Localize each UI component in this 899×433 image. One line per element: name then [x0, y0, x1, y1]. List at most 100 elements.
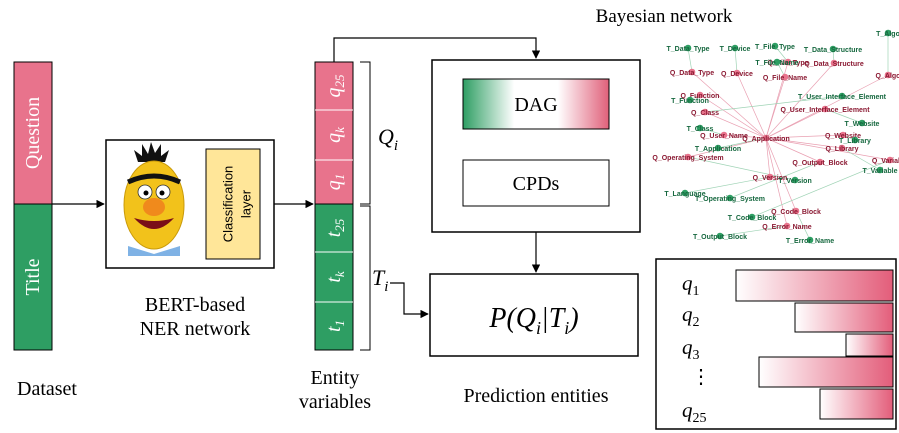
- prediction-formula: P(Qi|Ti): [488, 303, 578, 338]
- prediction-bars-panel: q1 q2 q3 ⋮ q25: [655, 258, 897, 430]
- node-T_User_Interface_Element-label: T_User_Interface_Element: [798, 94, 887, 101]
- node-T_Function: [686, 96, 694, 104]
- bar-q25: [819, 388, 894, 420]
- node-T_Algo-label: T_Algo: [876, 31, 899, 38]
- prediction-box: P(Qi|Ti) Prediction entities: [429, 273, 639, 407]
- node-T_Variable: [876, 166, 884, 174]
- graph-edge: [736, 72, 767, 139]
- graph-edge: [719, 225, 788, 237]
- node-T_File_Type-label: T_File_Type: [755, 44, 795, 51]
- graph-edge: [691, 71, 767, 139]
- node-T_Function-label: T_Function: [671, 98, 709, 105]
- node-Q_Operating_System-label: Q_Operating_System: [652, 155, 723, 162]
- node-T_Website: [858, 119, 866, 127]
- graph-edge: [684, 176, 771, 194]
- node-Q_Operating_System: [684, 153, 692, 161]
- node-T_Application-label: T_Application: [695, 146, 741, 153]
- node-T_Operating_System-label: T_Operating_System: [695, 196, 765, 203]
- node-T_Error_Name-label: T_Error_Name: [786, 238, 834, 245]
- node-Q_Application: [762, 134, 770, 142]
- question-block: [13, 61, 53, 205]
- classification-layer-box: [205, 148, 261, 260]
- node-Q_Error_Name: [783, 222, 791, 230]
- graph-edge: [841, 147, 881, 171]
- node-T_User_Interface_Element: [838, 92, 846, 100]
- question-text: Question: [22, 97, 44, 169]
- node-Q_Version-label: Q_Version: [753, 175, 788, 182]
- node-Q_Function: [696, 91, 704, 99]
- node-T_Language: [681, 189, 689, 197]
- bert-label-line2: NER network: [140, 318, 251, 340]
- graph-edge: [765, 137, 797, 212]
- title-text: Title: [22, 258, 44, 295]
- graph-edge: [774, 45, 789, 63]
- t-variables-block: [314, 203, 354, 351]
- graph-edge: [699, 127, 725, 136]
- node-Q_Library: [838, 144, 846, 152]
- graph-edge: [765, 137, 843, 149]
- node-T_Data_Type-label: T_Data_Type: [666, 46, 709, 53]
- node-T_File_Name: [773, 58, 781, 66]
- bert-face-icon: [123, 142, 185, 256]
- graph-edge: [704, 111, 767, 139]
- node-Q_File_Type-label: Q_File_Type: [767, 60, 808, 67]
- node-T_Error_Name: [806, 236, 814, 244]
- graph-edge: [717, 137, 767, 149]
- bar-q3: [845, 333, 894, 357]
- node-T_Library-label: T_Library: [839, 138, 871, 145]
- graph-edge: [765, 76, 786, 139]
- node-T_Operating_System: [726, 194, 734, 202]
- node-Q_Output_Block-label: Q_Output_Block: [792, 160, 847, 167]
- node-T_Language-label: T_Language: [664, 191, 705, 198]
- node-T_File_Type: [771, 42, 779, 50]
- dataset-label: Dataset: [17, 378, 77, 400]
- node-Q_Output_Block: [816, 158, 824, 166]
- node-Q_Code_Block-label: Q_Code_Block: [771, 209, 821, 216]
- node-Q_User_Name-label: Q_User_Name: [700, 133, 748, 140]
- graph-edge: [765, 137, 821, 163]
- q-bracket: [360, 61, 371, 205]
- node-Q_Data_Structure: [830, 59, 838, 67]
- node-Q_Data_Type: [688, 68, 696, 76]
- node-T_Library: [851, 136, 859, 144]
- bayes-title: Bayesian network: [596, 6, 733, 27]
- graph-edge: [704, 95, 843, 113]
- bar-q1: [735, 269, 894, 302]
- dataset-column: Question Title Dataset: [13, 61, 77, 400]
- node-Q_File_Type: [784, 58, 792, 66]
- graph-edge: [795, 210, 811, 241]
- node-Q_Class: [701, 108, 709, 116]
- node-Q_Error_Name-label: Q_Error_Name: [762, 224, 812, 231]
- bar-q4: [758, 356, 894, 388]
- node-T_Version: [791, 176, 799, 184]
- node-T_Website-label: T_Website: [845, 121, 880, 128]
- node-T_Application: [714, 144, 722, 152]
- node-Q_Code_Block: [792, 207, 800, 215]
- graph-edge: [687, 137, 767, 158]
- graph-edge: [729, 161, 821, 199]
- node-Q_Application-label: Q_Application: [742, 136, 789, 143]
- node-T_Code_Block: [748, 213, 756, 221]
- row-ellipsis: ⋮: [691, 366, 711, 388]
- classification-text-2: layer: [239, 189, 254, 218]
- node-T_Data_Structure-label: T_Data_Structure: [804, 47, 862, 54]
- graph-edge: [765, 137, 891, 161]
- node-Q_File_Name: [781, 73, 789, 81]
- bert-label-line1: BERT-based: [145, 294, 245, 316]
- node-Q_Variable: [886, 156, 894, 164]
- node-T_Device-label: T_Device: [720, 46, 751, 53]
- graph-edge: [699, 94, 767, 139]
- graph-edge: [765, 137, 771, 178]
- node-T_Algo: [884, 29, 892, 37]
- node-Q_File_Name-label: Q_File_Name: [763, 75, 807, 82]
- dag-text: DAG: [514, 94, 557, 116]
- node-Q_User_Interface_Element: [821, 105, 829, 113]
- t-bracket: [360, 205, 371, 351]
- node-Q_Algo: [884, 71, 892, 79]
- graph-edge: [687, 156, 796, 181]
- graph-edge: [824, 108, 863, 124]
- graph-edge: [687, 47, 693, 73]
- graph-edge: [723, 134, 767, 139]
